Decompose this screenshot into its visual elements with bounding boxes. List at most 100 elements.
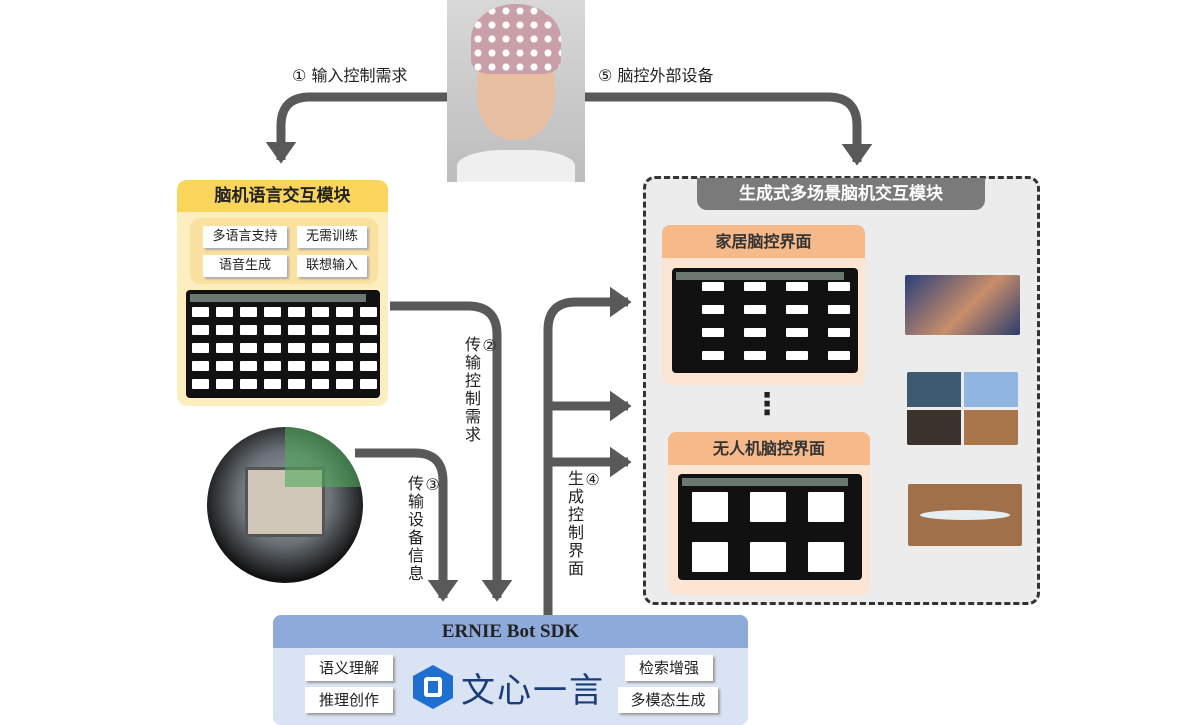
key [288, 307, 305, 317]
key [336, 343, 353, 353]
keyboard-input-bar [190, 294, 366, 302]
arrow-lines [265, 92, 873, 615]
step-1-label: ① 输入控制需求 [292, 66, 408, 85]
key [744, 328, 766, 337]
feature-tags: 多语言支持 无需训练 语音生成 联想输入 [190, 218, 378, 284]
tag: 多语言支持 [203, 226, 287, 248]
scene-module-title: 生成式多场景脑机交互模块 [697, 178, 985, 210]
ernie-logo-icon [413, 665, 453, 709]
key [360, 379, 377, 389]
ernie-sdk: ERNIE Bot SDK 语义理解 推理创作 文心一言 检索增强 多模态生成 [273, 615, 748, 725]
key [828, 282, 850, 291]
key [828, 328, 850, 337]
key [702, 282, 724, 291]
key [192, 379, 209, 389]
key [750, 492, 786, 522]
sdk-tag: 语义理解 [305, 655, 393, 681]
key [828, 305, 850, 314]
drone-panel [668, 465, 870, 595]
key [702, 351, 724, 360]
key [744, 305, 766, 314]
key [216, 325, 233, 335]
green-glow [285, 427, 363, 487]
language-module: 脑机语言交互模块 多语言支持 无需训练 语音生成 联想输入 [177, 180, 388, 406]
key [264, 361, 281, 371]
arrow-1 [265, 92, 447, 164]
drone-body [920, 510, 1010, 520]
key [336, 325, 353, 335]
smart-home-scene-image [905, 275, 1020, 335]
arrow-2 [390, 301, 513, 602]
drone-control-screen [678, 474, 862, 580]
key [312, 379, 329, 389]
key [240, 361, 257, 371]
key [240, 325, 257, 335]
key [264, 325, 281, 335]
key [312, 343, 329, 353]
user-portrait [447, 0, 585, 182]
key [216, 307, 233, 317]
key [264, 343, 281, 353]
key [288, 361, 305, 371]
key [786, 305, 808, 314]
key [264, 307, 281, 317]
key [744, 282, 766, 291]
key [264, 379, 281, 389]
key [288, 325, 305, 335]
arrow-3 [355, 448, 459, 602]
key [192, 343, 209, 353]
smart-home-devices-image [207, 427, 363, 583]
eeg-cap [471, 4, 561, 74]
step-5-label: ⑤ 脑控外部设备 [598, 66, 714, 85]
key [312, 307, 329, 317]
key [240, 343, 257, 353]
shirt [457, 150, 575, 182]
home-panel-title: 家居脑控界面 [662, 225, 865, 258]
key [288, 343, 305, 353]
sdk-tag: 检索增强 [625, 655, 713, 681]
sdk-title: ERNIE Bot SDK [273, 615, 748, 648]
key [192, 325, 209, 335]
key [786, 282, 808, 291]
drone-panel-title: 无人机脑控界面 [668, 432, 870, 465]
key [336, 379, 353, 389]
key [360, 343, 377, 353]
sdk-tag: 推理创作 [305, 687, 393, 713]
key [808, 492, 844, 522]
sdk-tag: 多模态生成 [618, 687, 718, 713]
key [240, 379, 257, 389]
home-panel [662, 258, 865, 385]
key [692, 492, 728, 522]
tag: 无需训练 [297, 226, 367, 248]
key [336, 361, 353, 371]
key [750, 542, 786, 572]
key [336, 307, 353, 317]
key [360, 361, 377, 371]
key [744, 351, 766, 360]
key [192, 307, 209, 317]
key [702, 305, 724, 314]
key [360, 325, 377, 335]
key [692, 542, 728, 572]
key [786, 351, 808, 360]
arrow-5 [585, 92, 873, 166]
arrow-4 [543, 286, 632, 615]
key [216, 343, 233, 353]
key [192, 361, 209, 371]
key [786, 328, 808, 337]
key [808, 542, 844, 572]
virtual-keyboard [186, 290, 380, 398]
key [702, 328, 724, 337]
key [240, 307, 257, 317]
drone-image [908, 484, 1022, 546]
key [828, 351, 850, 360]
key [360, 307, 377, 317]
home-control-screen [672, 268, 858, 373]
key [312, 325, 329, 335]
language-module-title: 脑机语言交互模块 [177, 180, 388, 212]
scene-grid-image [907, 372, 1018, 445]
key [216, 379, 233, 389]
